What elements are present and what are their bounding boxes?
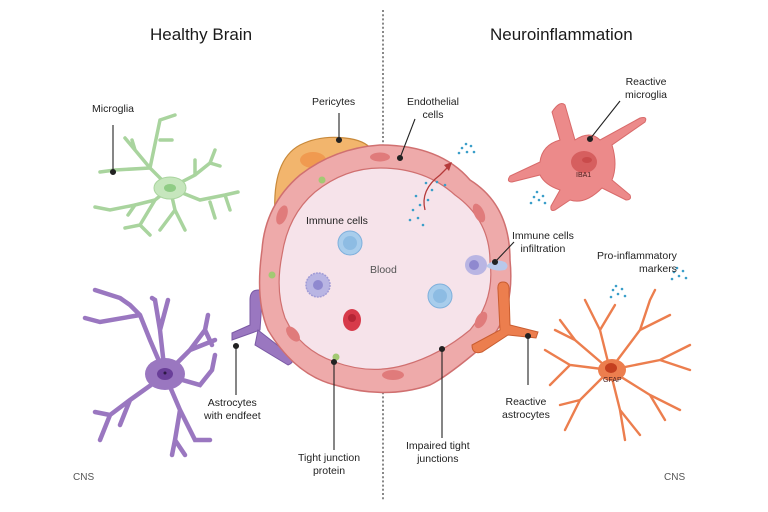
leakage-arrow [423,166,449,211]
label-endothelial-cells: Endothelial cells [407,96,459,121]
label-blood: Blood [370,264,397,276]
leader-lines [109,100,621,450]
blood-vessel [258,144,512,394]
label-reactive-microglia: Reactive microglia [625,76,668,101]
label-microglia: Microglia [92,103,135,115]
label-astrocytes-with-endfeet: Astrocytes with endfeet [204,397,261,422]
endothelial-nucleus [370,152,390,162]
title-neuroinflammation: Neuroinflammation [490,25,633,44]
label-reactive-astrocytes: Reactive astrocytes [502,396,550,421]
label-immune-cells-infiltration: Immune cells infiltration [512,230,574,255]
title-healthy-brain: Healthy Brain [150,25,253,44]
label-cns-left: CNS [73,472,95,483]
label-cns-right: CNS [664,472,686,483]
marker-dots [408,142,688,299]
label-gfap: GFAP [603,377,622,384]
astrocyte-reactive [543,288,692,442]
label-iba1: IBA1 [576,172,592,179]
label-immune-cells: Immune cells [306,215,368,227]
label-pericytes: Pericytes [312,96,356,108]
microglia-healthy [93,113,240,237]
microglia-healthy-nucleus [164,184,176,192]
label-impaired-tight-junctions: Impaired tight junctions [406,440,470,465]
label-tight-junction-protein: Tight junction protein [298,452,361,477]
label-pro-inflammatory-markers: Pro-inflammatory markers [597,250,677,275]
astrocyte-reactive-nucleus [605,363,617,373]
tight-junction-marks [268,176,340,361]
astrocyte-endfoot-reactive [471,281,539,354]
